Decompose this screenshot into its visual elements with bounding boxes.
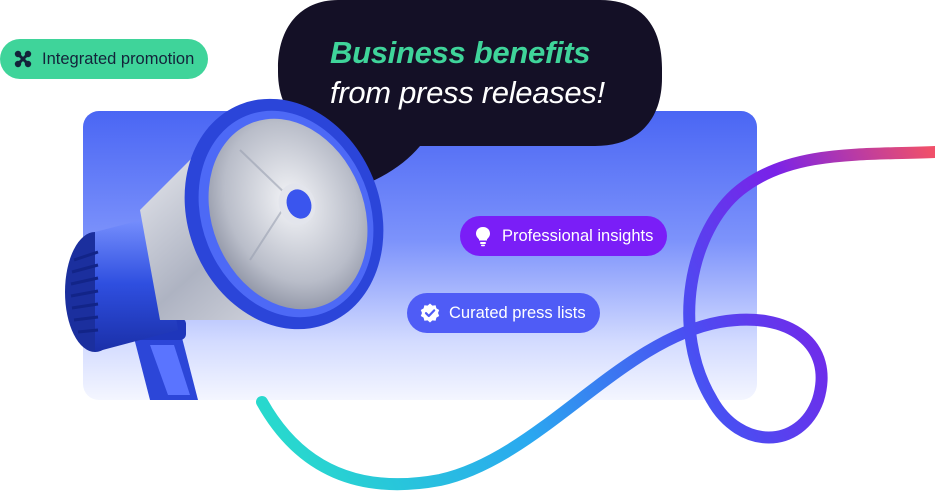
headline-title: Business benefits [330, 35, 591, 70]
verified-check-icon [419, 302, 441, 324]
tag-label: Professional insights [502, 226, 654, 245]
tag-curated-press-lists[interactable]: Curated press lists [407, 293, 600, 333]
bubble-headline: Business benefits from press releases! [330, 33, 650, 113]
tag-professional-insights[interactable]: Professional insights [460, 216, 668, 256]
tag-label: Curated press lists [449, 303, 586, 322]
megaphone-driver [286, 189, 312, 219]
cross-x-icon [12, 48, 34, 70]
headline-subtitle: from press releases! [330, 75, 605, 110]
lightbulb-icon [472, 225, 494, 247]
tag-integrated-promotion[interactable]: Integrated promotion [0, 39, 209, 79]
tag-label: Integrated promotion [42, 49, 195, 68]
